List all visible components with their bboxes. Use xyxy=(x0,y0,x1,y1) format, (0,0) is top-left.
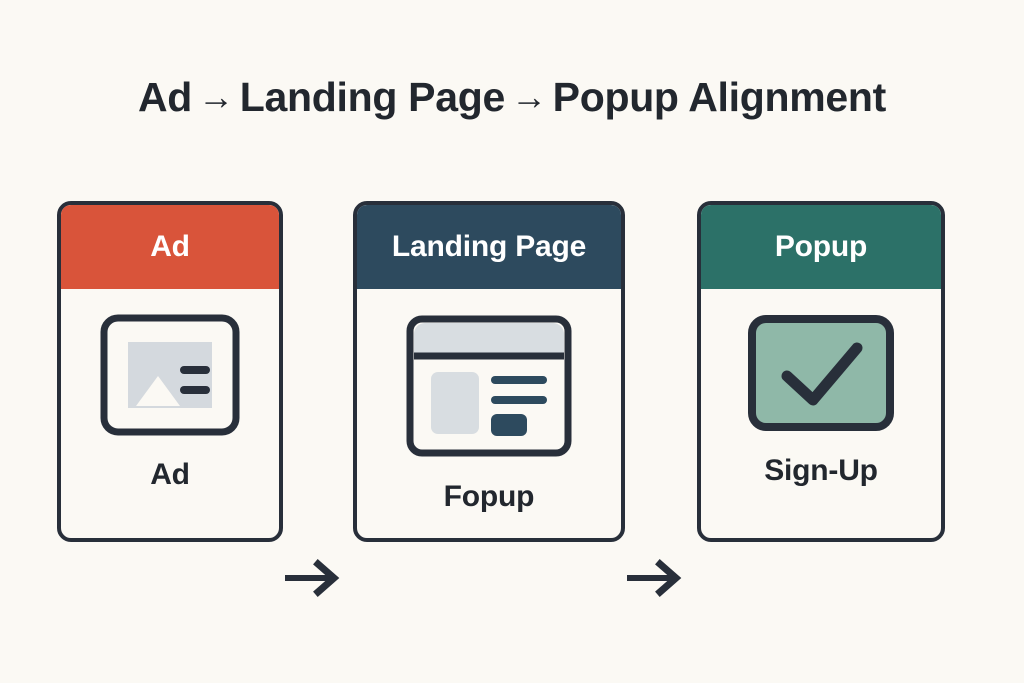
title-arrow-2-icon: → xyxy=(510,76,547,117)
card-landing-page[interactable]: Landing Page Fopup xyxy=(353,201,625,542)
title-segment-landing-page: Landing Page xyxy=(239,74,506,120)
card-popup-body: Sign-Up xyxy=(701,289,941,538)
image-placeholder-icon xyxy=(100,314,240,436)
title-segment-ad: Ad xyxy=(137,74,193,120)
card-landing-page-body: Fopup xyxy=(357,289,621,538)
title-arrow-1-icon: → xyxy=(198,76,234,117)
card-landing-page-caption: Fopup xyxy=(443,480,535,513)
card-popup-header-label: Popup xyxy=(774,230,868,263)
title-segment-popup-alignment: Popup Alignment xyxy=(552,74,887,120)
card-ad-header-label: Ad xyxy=(150,230,190,263)
card-ad-caption: Ad xyxy=(150,458,190,491)
card-popup[interactable]: Popup Sign-Up xyxy=(697,201,945,542)
checkmark-box-icon xyxy=(747,314,895,432)
card-ad-body: Ad xyxy=(61,289,279,538)
card-landing-page-header: Landing Page xyxy=(357,205,621,289)
arrow-right-icon-1 xyxy=(285,559,343,602)
card-popup-caption: Sign-Up xyxy=(764,454,878,487)
page-title: Ad→Landing Page→Popup Alignment xyxy=(0,74,1024,121)
card-ad-header: Ad xyxy=(61,205,279,289)
card-ad[interactable]: Ad Ad xyxy=(57,201,283,542)
card-popup-header: Popup xyxy=(701,205,941,289)
arrow-right-icon-2 xyxy=(627,559,685,602)
cards-row: Ad Ad xyxy=(0,201,1024,597)
card-landing-page-header-label: Landing Page xyxy=(391,230,587,263)
browser-wireframe-icon xyxy=(405,314,573,458)
